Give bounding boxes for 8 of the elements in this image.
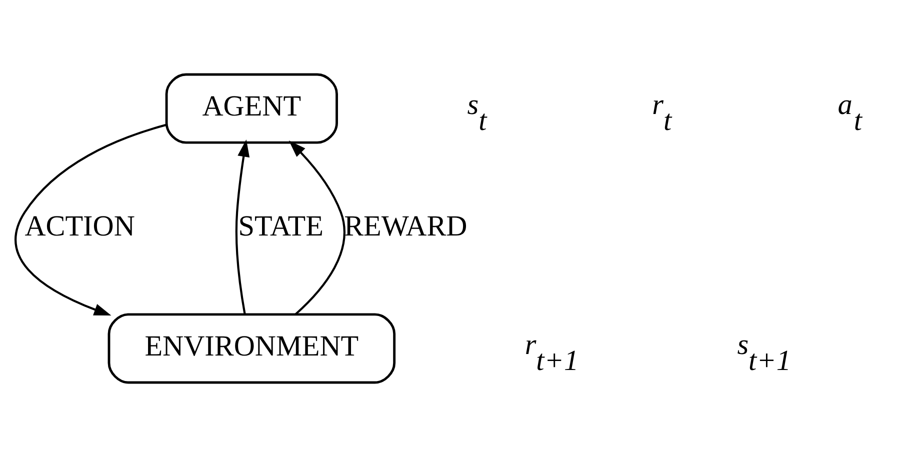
arrow xyxy=(288,140,346,315)
node-box: ENVIRONMENT xyxy=(108,312,396,384)
arrow xyxy=(235,139,250,314)
edge-label: STATE xyxy=(238,210,324,242)
arrow xyxy=(14,123,167,316)
node-box: AGENT xyxy=(165,72,338,144)
edge-label: REWARD xyxy=(344,210,468,242)
edge-label: ACTION xyxy=(24,210,135,242)
